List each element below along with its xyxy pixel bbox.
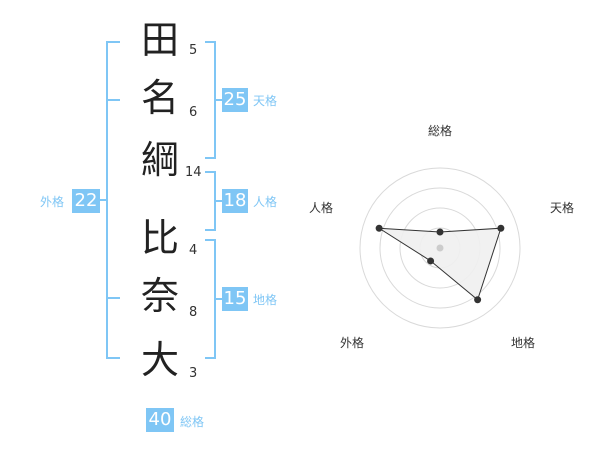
name-char-2: 名 [140, 76, 179, 120]
radar-point-1 [436, 228, 444, 236]
name-char-5: 奈 [140, 274, 179, 318]
stroke-count-1: 5 [189, 43, 198, 58]
radar-point-4 [427, 257, 435, 265]
stroke-count-2: 6 [189, 105, 198, 120]
radar-ring [359, 167, 521, 329]
chikaku-value: 15 [222, 287, 248, 311]
radar-label-gaikaku: 外格 [340, 336, 365, 350]
soukaku-label: 総格 [180, 415, 205, 429]
tenkaku-value: 25 [222, 88, 248, 112]
gaikaku-value: 22 [72, 189, 100, 213]
radar-point-5 [375, 224, 383, 232]
name-char-4: 比 [140, 216, 179, 260]
radar-polygon [378, 227, 502, 301]
tenkaku-label: 天格 [253, 94, 278, 108]
chikaku-label: 地格 [253, 293, 278, 307]
radar-label-chikaku: 地格 [511, 336, 536, 350]
radar-ring [379, 187, 501, 309]
radar-label-tenkaku: 天格 [550, 201, 575, 215]
radar-center-point [436, 244, 444, 252]
gaikaku-label: 外格 [40, 195, 65, 209]
radar-point-2 [497, 224, 505, 232]
jinkaku-label: 人格 [253, 195, 278, 209]
stroke-count-5: 8 [189, 305, 198, 320]
radar-point-3 [474, 296, 482, 304]
soukaku-value: 40 [146, 408, 174, 432]
stroke-count-4: 4 [189, 243, 198, 258]
name-char-6: 大 [140, 338, 179, 382]
stroke-count-6: 3 [189, 366, 198, 381]
radar-label-jinkaku: 人格 [309, 201, 334, 215]
stroke-count-3: 14 [185, 165, 202, 180]
name-char-1: 田 [140, 18, 179, 62]
jinkaku-value: 18 [222, 189, 248, 213]
radar-label-soukaku: 総格 [428, 124, 453, 138]
name-char-3: 綱 [140, 138, 179, 182]
